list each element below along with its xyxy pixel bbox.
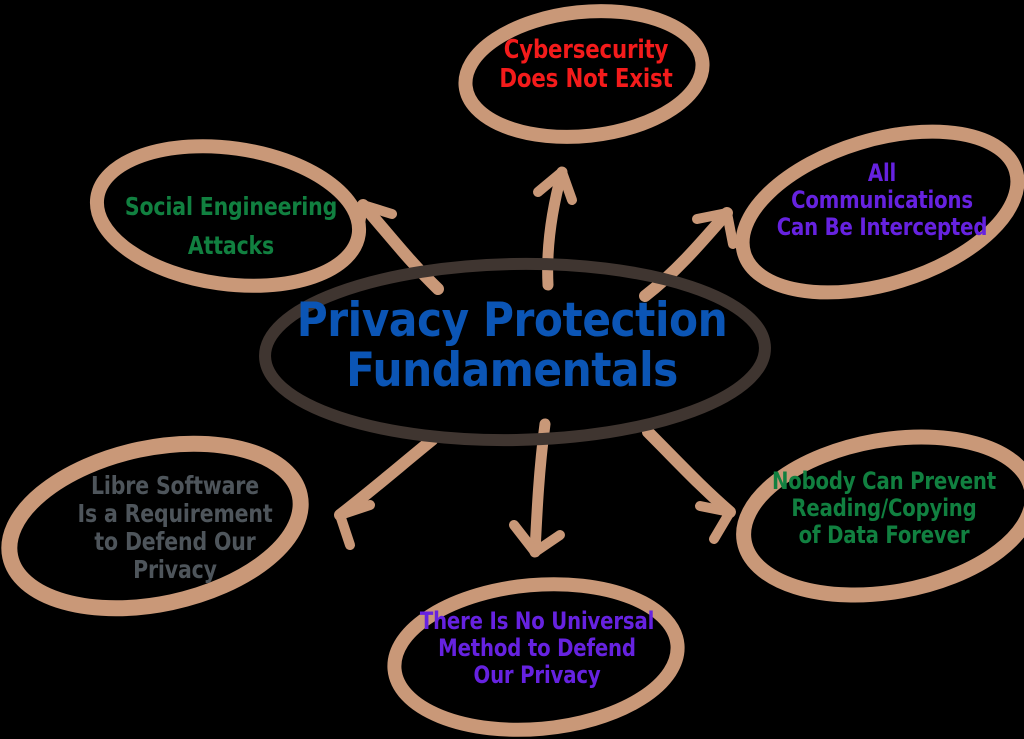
ellipse-libre-software (1, 435, 309, 617)
ellipse-cybersecurity (458, 4, 710, 144)
ellipse-central (259, 257, 771, 447)
arrow-to-cybersecurity (533, 166, 577, 291)
ellipse-nobody-can-prevent (736, 429, 1024, 603)
central-node-label: Privacy Protection Fundamentals (296, 293, 728, 398)
ellipse-no-universal-method (387, 577, 685, 737)
arrow-to-all-communications (639, 207, 738, 302)
connector-arrows (334, 166, 738, 558)
ellipse-social-engineering (89, 139, 367, 293)
ellipse-all-communications (735, 124, 1024, 300)
arrow-to-nobody-can-prevent (642, 426, 736, 544)
arrow-to-libre-software (334, 434, 438, 550)
